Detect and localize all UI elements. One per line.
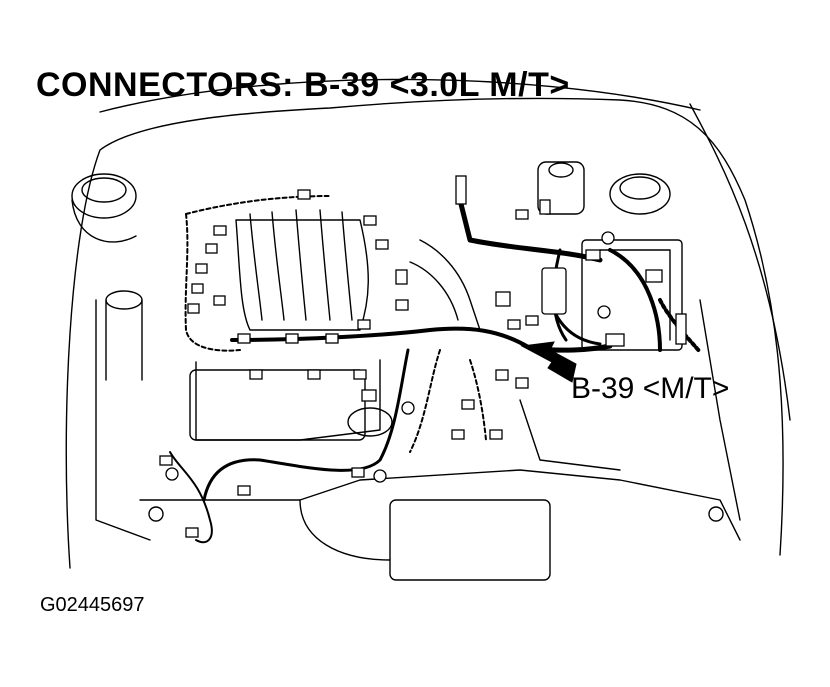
connector xyxy=(375,239,389,250)
relay-box xyxy=(581,239,683,351)
connector xyxy=(213,225,227,236)
engine-block xyxy=(189,369,366,441)
connector xyxy=(461,399,475,410)
connector xyxy=(515,209,529,220)
connector xyxy=(297,189,311,200)
connector xyxy=(213,295,226,306)
connector xyxy=(159,455,173,466)
connector xyxy=(395,299,409,311)
connector xyxy=(285,333,299,344)
right-strut-tower xyxy=(609,173,671,215)
connector xyxy=(185,527,199,538)
windshield-edge xyxy=(99,78,701,113)
connector xyxy=(451,429,465,440)
connector xyxy=(191,283,204,294)
connector xyxy=(187,303,200,314)
connector xyxy=(541,267,567,315)
connector xyxy=(489,429,503,440)
connector xyxy=(585,249,601,261)
connector xyxy=(507,319,521,330)
ground-terminal xyxy=(601,231,615,245)
diagram-title: CONNECTORS: B-39 <3.0L M/T> xyxy=(36,66,570,104)
connector xyxy=(205,243,218,254)
connector xyxy=(249,369,263,380)
connector xyxy=(237,333,251,344)
connector xyxy=(495,291,511,307)
connector xyxy=(525,315,539,326)
callout-b39-label: B-39 <M/T> xyxy=(571,372,730,405)
connector xyxy=(351,467,365,478)
radiator-support xyxy=(139,469,741,541)
connector xyxy=(539,199,551,215)
connector xyxy=(395,269,408,285)
connector xyxy=(495,369,509,381)
left-strut-tower xyxy=(71,173,137,219)
air-duct xyxy=(419,239,481,331)
connector xyxy=(237,485,251,496)
intake-plenum xyxy=(235,219,369,331)
connector xyxy=(353,369,367,380)
hood-outline xyxy=(65,97,784,569)
connector xyxy=(357,319,371,330)
connector xyxy=(307,369,321,380)
connector xyxy=(515,377,529,389)
connector xyxy=(605,333,625,347)
reservoir xyxy=(537,161,585,215)
ground-terminal xyxy=(401,401,415,415)
connector xyxy=(361,389,377,402)
connector xyxy=(195,263,208,274)
ground-terminal xyxy=(597,305,611,319)
connector xyxy=(645,269,663,283)
ground-terminal xyxy=(165,467,179,481)
ground-terminal xyxy=(373,469,387,483)
connector xyxy=(325,333,339,344)
arrow-pointer-icon xyxy=(520,341,577,383)
connector xyxy=(363,215,377,226)
harness-main xyxy=(230,326,532,350)
figure-id: G02445697 xyxy=(40,594,145,616)
